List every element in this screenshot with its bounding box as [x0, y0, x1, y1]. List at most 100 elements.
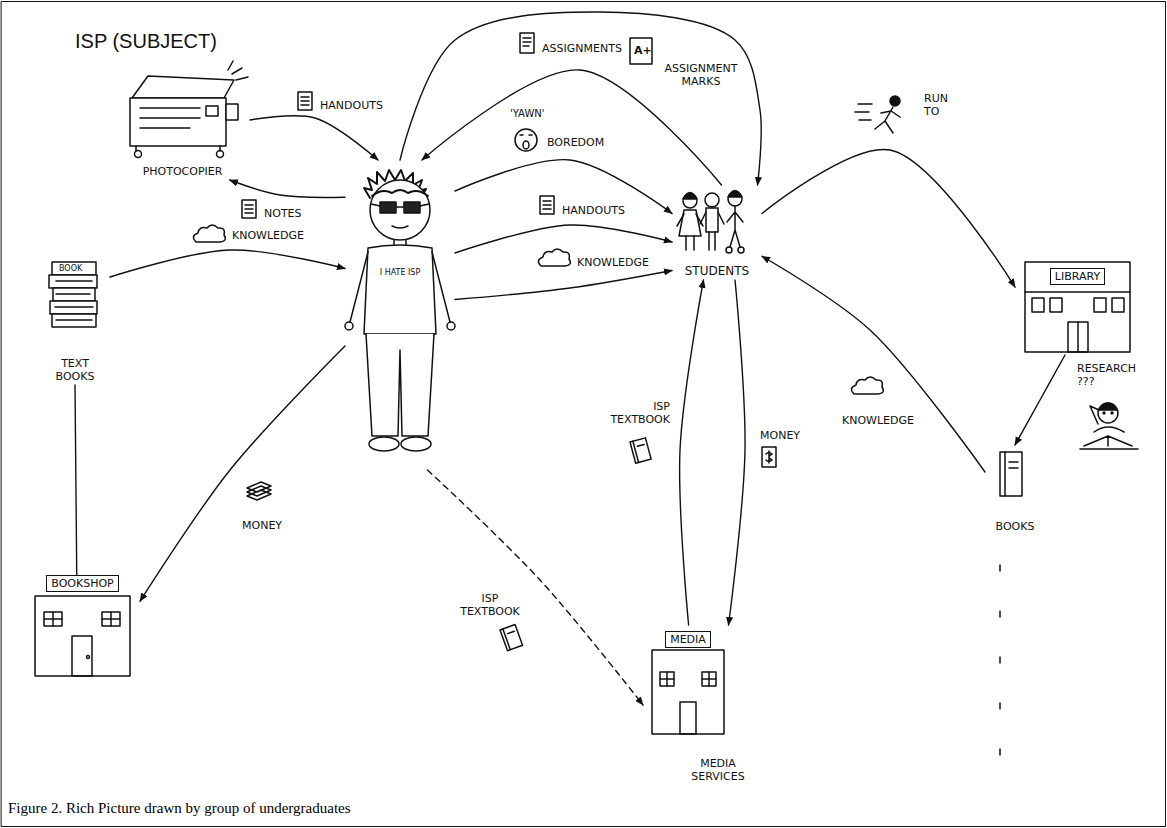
sign-text: BOOKSHOP — [46, 575, 118, 592]
lecturer-figure — [404, 202, 420, 213]
lecturer-figure — [401, 437, 431, 451]
researcher-figure — [1090, 406, 1099, 424]
flow-arrow — [140, 346, 345, 601]
photocopier-icon — [136, 146, 220, 151]
photocopier-node: PHOTOCOPIER — [115, 60, 250, 180]
handout-icon — [298, 92, 312, 110]
photocopier-icon — [130, 98, 226, 146]
caption-holder: Figure 2. Rich Picture drawn by group of… — [8, 800, 351, 817]
knowledge-cloud — [851, 377, 883, 394]
book-spine-text: BOOK — [59, 264, 82, 274]
bookshop-building — [87, 656, 90, 659]
yawning-face — [515, 129, 537, 151]
marked-paper-icon — [630, 38, 652, 64]
label-holder: BOOK — [59, 264, 82, 274]
node-label: BOOKS — [996, 520, 1035, 533]
flow-label: KNOWLEDGE — [230, 229, 306, 242]
assignment-icon — [523, 38, 531, 46]
edge-label-holder: MONEY — [758, 425, 802, 443]
lecturer-figure — [392, 226, 408, 228]
flow-arrow — [75, 385, 77, 575]
student-figures — [727, 206, 743, 247]
lecturer-figure — [447, 322, 455, 330]
photocopier-icon — [132, 76, 234, 98]
photocopier-icon — [140, 106, 218, 128]
textbook-icon — [633, 439, 648, 463]
edge-label-holder: BOREDOM — [545, 132, 606, 150]
knowledge-cloud — [193, 225, 225, 242]
student-figures — [679, 210, 701, 236]
edge-label-holder: HANDOUTS — [318, 95, 385, 113]
notes-icon — [242, 200, 256, 218]
library-building — [1050, 298, 1062, 312]
flow-label: RUN TO — [922, 92, 958, 118]
student-figures — [728, 191, 742, 198]
edge-label-holder: ISP TEXTBOOK — [600, 400, 672, 427]
edge-label-holder: KNOWLEDGE — [575, 252, 651, 270]
lecturer-figure — [350, 252, 450, 322]
researcher-figure — [1099, 403, 1117, 410]
library-building — [1094, 298, 1106, 312]
lecturer-figure — [345, 170, 455, 451]
library-building — [1068, 322, 1088, 352]
connector-group — [75, 12, 1065, 705]
photocopier-icon — [226, 104, 238, 120]
assignment-icon — [520, 33, 534, 53]
edge-label-holder: HANDOUTS — [560, 200, 627, 218]
title-holder: ISP (SUBJECT) — [75, 30, 217, 53]
running-figure — [855, 96, 900, 133]
node-label: STUDENTS — [685, 264, 749, 278]
flow-label: BOREDOM — [545, 136, 606, 149]
money-icon — [762, 447, 776, 467]
flow-arrow — [110, 250, 345, 277]
knowledge-cloud — [538, 249, 570, 266]
label-holder: A+ — [634, 44, 652, 57]
media-building — [660, 672, 674, 686]
grade-mark: A+ — [634, 44, 652, 57]
flow-label: MONEY — [758, 429, 802, 442]
bookshop-building — [35, 596, 130, 676]
media-services-node: MEDIAMEDIA SERVICES — [643, 625, 757, 785]
textbook-icon — [630, 438, 651, 463]
bookshop-building — [35, 596, 130, 676]
students-node: STUDENTS — [672, 185, 762, 280]
sign-text: MEDIA — [665, 631, 711, 648]
library-building — [1025, 291, 1130, 293]
researcher-figure — [1111, 412, 1113, 414]
library-node: LIBRARY — [1015, 258, 1140, 355]
photocopier-icon — [135, 151, 142, 158]
textbook-stack-icon — [55, 281, 93, 320]
media-building — [652, 650, 724, 734]
edge-label-holder: MONEY — [240, 515, 284, 533]
flow-label: KNOWLEDGE — [575, 256, 651, 269]
edge-label-holder: KNOWLEDGE — [230, 225, 306, 243]
library-building — [1112, 298, 1124, 312]
textbook-icon — [500, 625, 523, 651]
library-building — [1077, 322, 1079, 352]
node-label: I HATE ISP — [377, 268, 423, 278]
textbook-stack-icon — [49, 262, 97, 327]
student-figures — [705, 193, 719, 207]
handout-icon — [301, 97, 309, 105]
library-building — [1032, 298, 1044, 312]
flow-arrow — [1015, 355, 1065, 445]
flow-label: RESEARCH ??? — [1075, 362, 1145, 388]
marked-paper-icon — [630, 38, 652, 64]
flow-arrow — [400, 12, 761, 185]
yawning-face — [523, 141, 529, 149]
media-building — [652, 650, 724, 734]
bookshop-building — [44, 612, 62, 626]
flow-label: ASSIGNMENT MARKS — [660, 62, 742, 88]
subject-title: ISP (SUBJECT) — [75, 30, 217, 53]
student-figures — [738, 247, 744, 253]
student-figures — [700, 212, 724, 250]
student-figures — [726, 247, 732, 253]
flow-label: ASSIGNMENTS — [540, 42, 624, 55]
handout-icon — [540, 196, 554, 214]
media-building — [702, 672, 716, 686]
photocopier-icon — [130, 61, 248, 158]
